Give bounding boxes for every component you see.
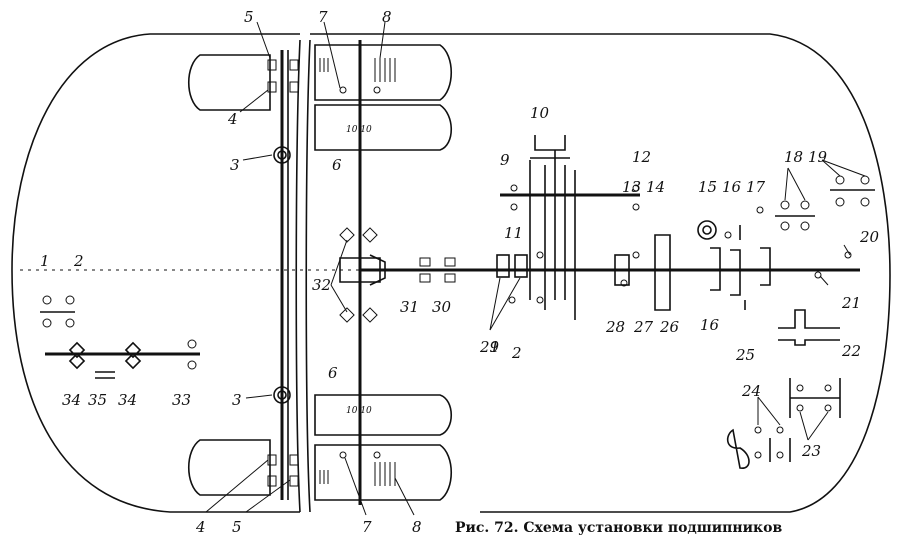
label-15: 15 — [698, 178, 717, 196]
label-27: 27 — [633, 318, 654, 336]
number-labels: 5 4 3 7 8 6 32 31 30 3 6 4 5 7 8 1 2 34 … — [40, 8, 880, 536]
label-6-bottom: 6 — [328, 364, 338, 382]
label-18: 18 — [784, 148, 803, 166]
label-29: 29 — [479, 338, 500, 356]
bearing-symbols-right — [726, 175, 875, 469]
front-axle-assembly — [188, 50, 299, 500]
vehicle-outline — [11, 33, 891, 513]
label-33: 33 — [172, 391, 191, 409]
svg-text:10 10: 10 10 — [346, 406, 372, 416]
label-14: 14 — [646, 178, 665, 196]
label-17: 17 — [746, 178, 766, 196]
label-9: 9 — [500, 151, 510, 169]
label-32: 32 — [312, 276, 331, 294]
label-31: 31 — [400, 298, 419, 316]
left-auxiliary-shafts — [40, 295, 200, 379]
label-4-bottom: 4 — [195, 518, 206, 536]
differential-assembly — [339, 227, 500, 323]
label-28: 28 — [605, 318, 625, 336]
svg-text:10 10: 10 10 — [346, 125, 372, 135]
label-34-right: 34 — [118, 391, 137, 409]
label-30: 30 — [432, 298, 452, 316]
label-5-top: 5 — [244, 8, 254, 26]
label-21: 21 — [841, 294, 861, 312]
label-20: 20 — [859, 228, 880, 246]
label-35: 35 — [88, 391, 107, 409]
label-2-left: 2 — [73, 252, 84, 270]
figure-caption: Рис. 72. Схема установки подшипников — [455, 520, 783, 536]
label-7-bottom: 7 — [362, 518, 372, 536]
label-7-top: 7 — [318, 8, 328, 26]
label-16-top: 16 — [722, 178, 742, 196]
label-13: 13 — [622, 178, 641, 196]
label-24: 24 — [741, 382, 761, 400]
label-12: 12 — [632, 148, 651, 166]
label-34-left: 34 — [62, 391, 81, 409]
label-6-top: 6 — [332, 156, 342, 174]
label-5-bottom: 5 — [232, 518, 242, 536]
label-4-top: 4 — [227, 110, 238, 128]
label-8-top: 8 — [382, 8, 392, 26]
label-2-right: 2 — [511, 344, 522, 362]
leader-lines — [205, 21, 866, 516]
label-11: 11 — [504, 224, 523, 242]
label-26: 26 — [659, 318, 680, 336]
rear-axle-assembly: 10 10 10 10 — [314, 40, 453, 505]
label-23: 23 — [801, 442, 821, 460]
label-22: 22 — [841, 342, 861, 360]
label-25: 25 — [735, 346, 755, 364]
label-3-bottom: 3 — [232, 391, 242, 409]
gearbox-assembly — [496, 135, 860, 320]
label-1-left: 1 — [40, 252, 50, 270]
label-10: 10 — [530, 104, 550, 122]
label-1-right: 1 — [490, 338, 500, 356]
label-19: 19 — [808, 148, 828, 166]
label-16-bottom: 16 — [700, 316, 720, 334]
label-3-top: 3 — [230, 156, 240, 174]
label-8-bottom: 8 — [412, 518, 422, 536]
